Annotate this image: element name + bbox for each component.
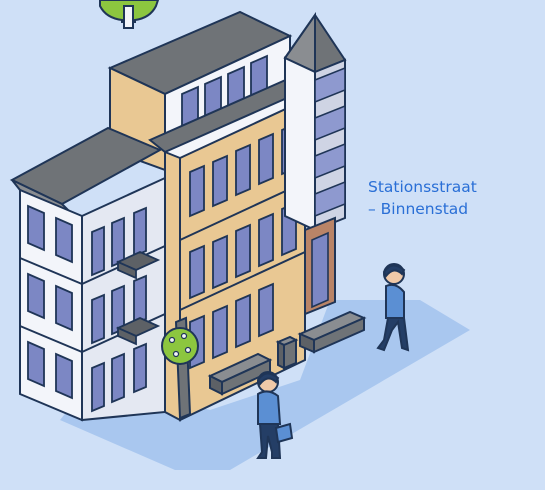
person-with-bag-icon — [256, 371, 294, 459]
location-caption: Stationsstraat – Binnenstad — [368, 176, 545, 220]
bollard — [275, 335, 299, 370]
caption-line-district: – Binnenstad — [368, 200, 469, 218]
caption-line-street: Stationsstraat — [368, 178, 477, 196]
bench — [297, 310, 367, 354]
tower — [283, 11, 347, 316]
tree-icon — [99, 0, 160, 29]
front-building — [9, 126, 166, 422]
tree-icon — [161, 316, 199, 420]
ground-shadow — [60, 300, 470, 470]
person-walking-icon — [376, 263, 410, 352]
